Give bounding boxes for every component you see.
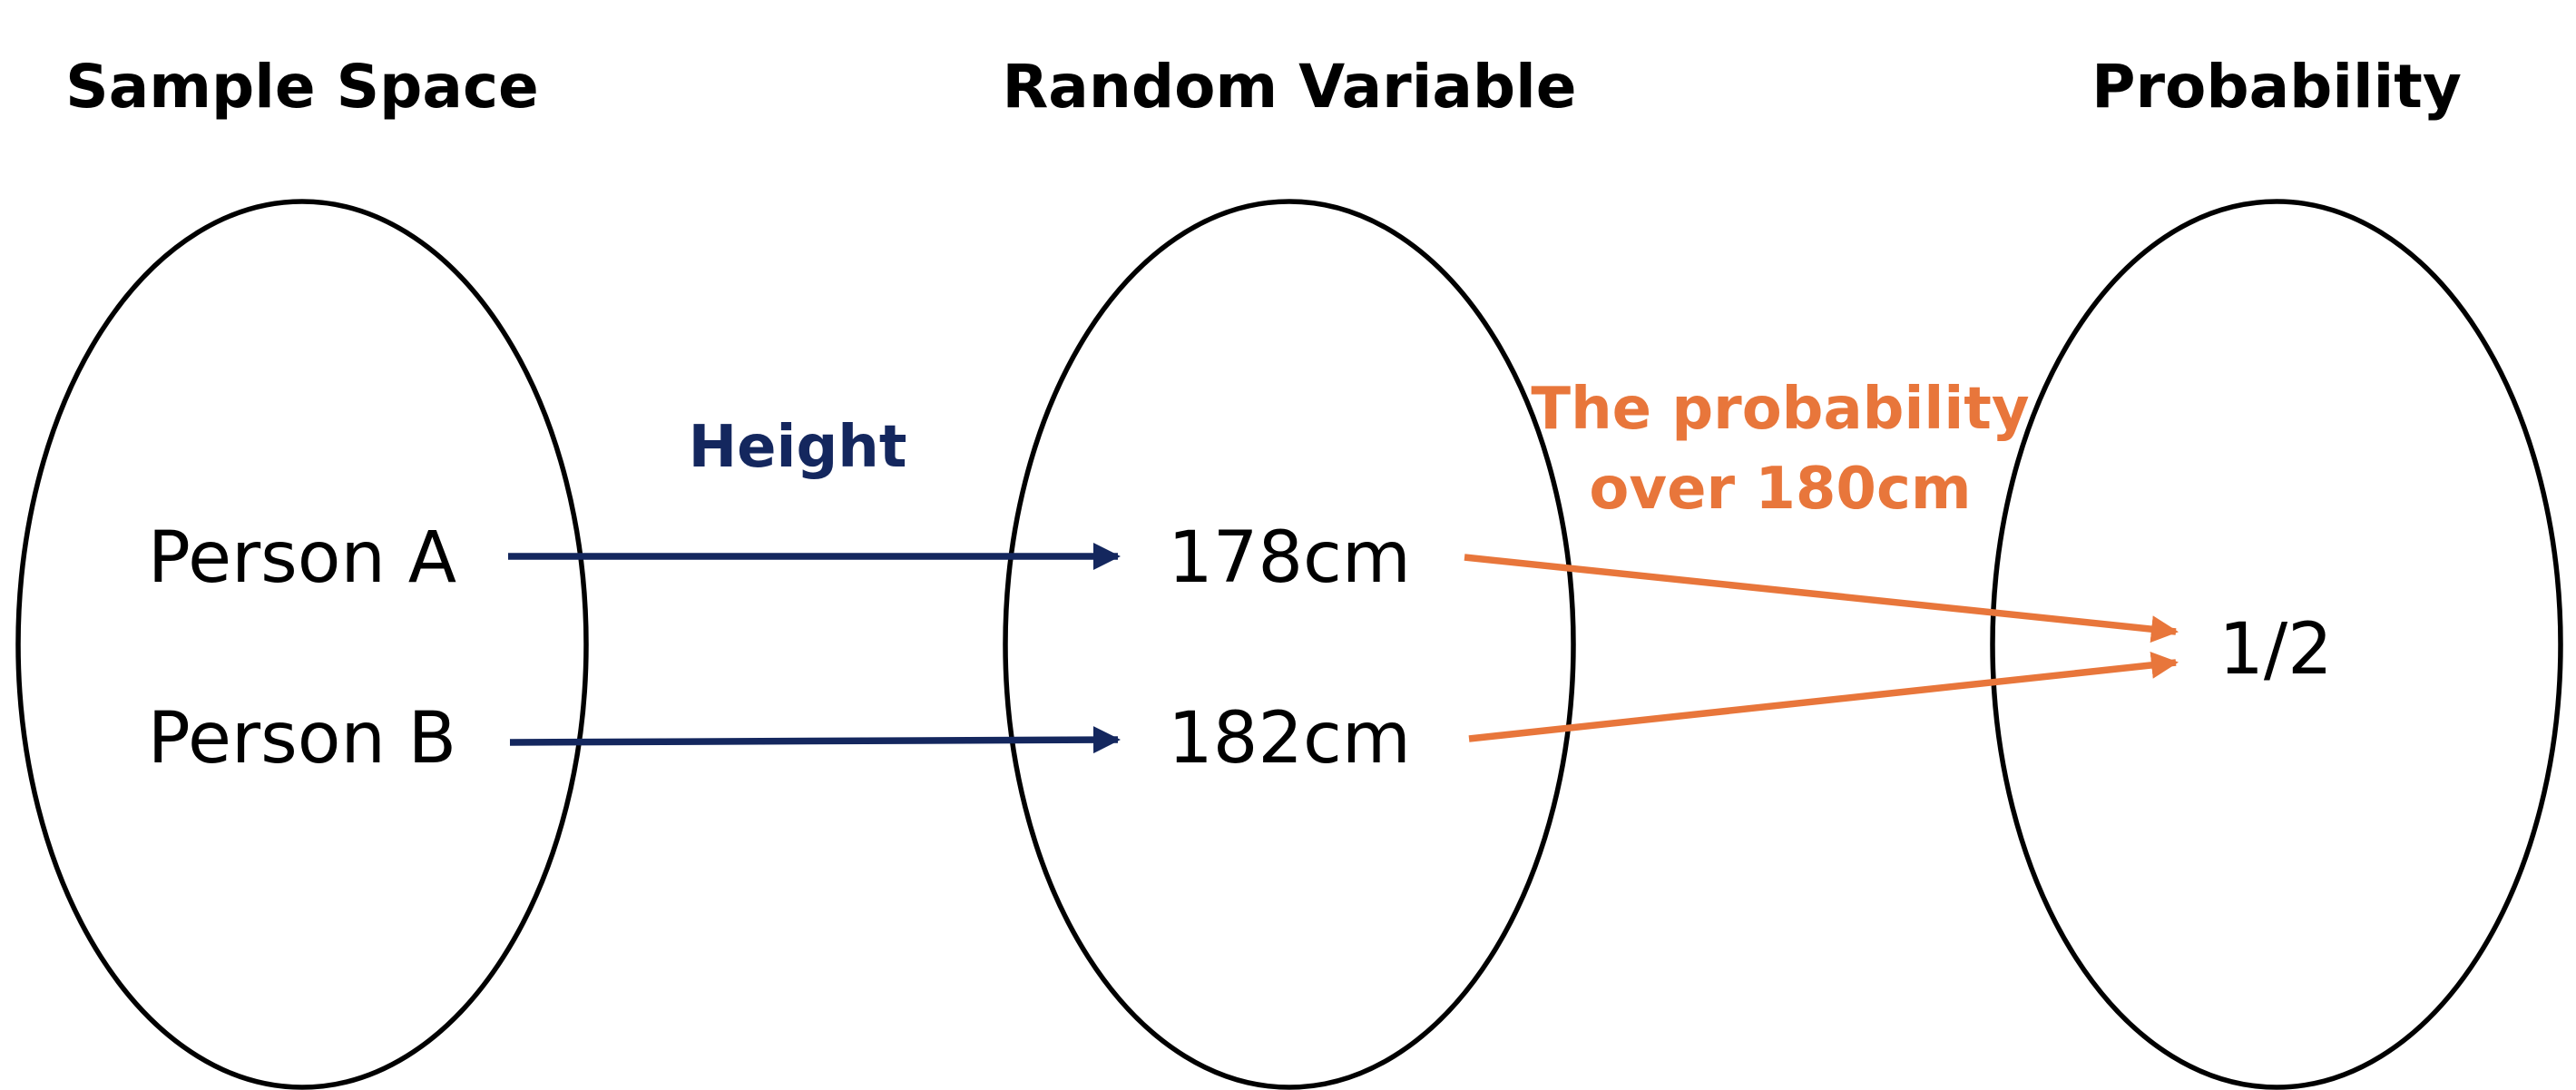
sample-space-ellipse bbox=[15, 199, 589, 1090]
arrow-178cm-to-probability bbox=[1464, 554, 2179, 643]
height-label: Height bbox=[689, 414, 907, 481]
heading-sample-space: Sample Space bbox=[65, 52, 539, 122]
sample-item-person-b: Person B bbox=[148, 698, 456, 780]
random-variable-value-178cm: 178cm bbox=[1168, 517, 1411, 599]
probability-label-line1: The probability bbox=[1531, 376, 2029, 443]
probability-label-line2: over 180cm bbox=[1589, 456, 1971, 523]
random-variable-value-182cm: 182cm bbox=[1168, 698, 1411, 780]
probability-value: 1/2 bbox=[2218, 609, 2333, 691]
probability-ellipse bbox=[1990, 199, 2563, 1090]
arrow-person-b-to-182cm bbox=[509, 726, 1121, 754]
heading-random-variable: Random Variable bbox=[1002, 52, 1576, 122]
arrow-182cm-to-probability bbox=[1468, 651, 2179, 742]
random-variable-ellipse bbox=[1003, 199, 1576, 1090]
sample-item-person-a: Person A bbox=[148, 517, 456, 599]
heading-probability: Probability bbox=[2091, 52, 2462, 122]
